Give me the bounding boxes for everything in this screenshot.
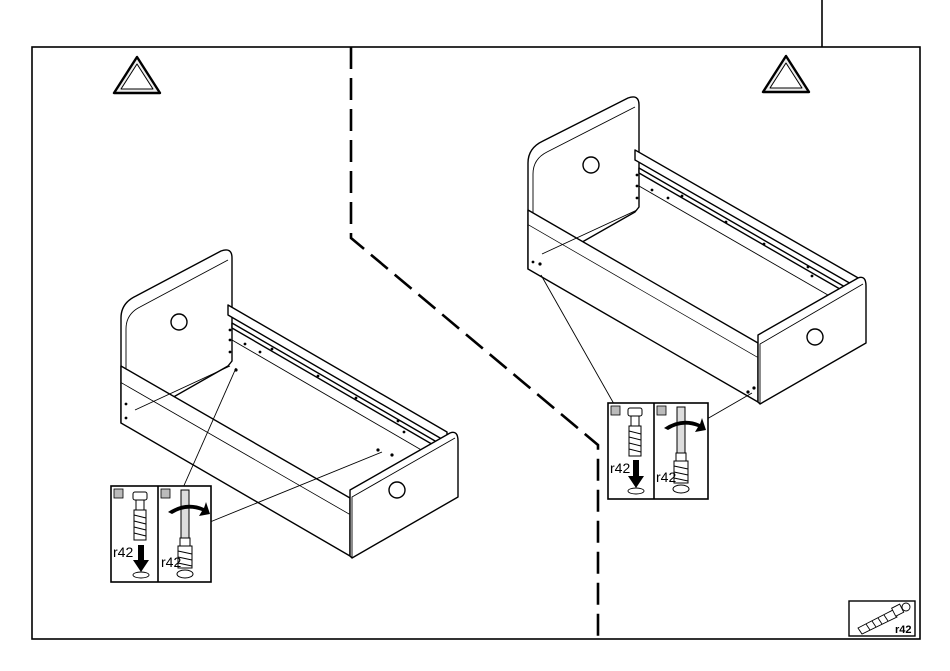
part-label: r42 [656, 469, 676, 485]
cam-bolt-callout-left: r42 r42 [111, 486, 211, 582]
handle-hole [171, 314, 187, 330]
parts-legend: r42 [849, 601, 915, 636]
cam-bolt-icon [133, 492, 147, 540]
part-label: r42 [895, 624, 912, 636]
warning-triangle-icon [114, 57, 160, 93]
side-rail-back-right [635, 150, 860, 289]
step-badge [611, 406, 620, 415]
step-badge [114, 489, 123, 498]
cam-bolt-icon [628, 408, 642, 456]
handle-hole [389, 482, 405, 498]
handle-hole [583, 157, 599, 173]
side-rail-back-left [228, 305, 447, 442]
step-badge [657, 406, 666, 415]
bed-frame-right [528, 97, 866, 404]
part-label: r42 [610, 460, 630, 476]
handle-hole [807, 329, 823, 345]
part-label: r42 [161, 554, 181, 570]
cam-bolt-callout-right: r42 r42 [608, 403, 708, 499]
part-label: r42 [113, 544, 133, 560]
step-badge [161, 489, 170, 498]
footboard-left [350, 432, 458, 558]
warning-triangle-icon [763, 56, 809, 92]
